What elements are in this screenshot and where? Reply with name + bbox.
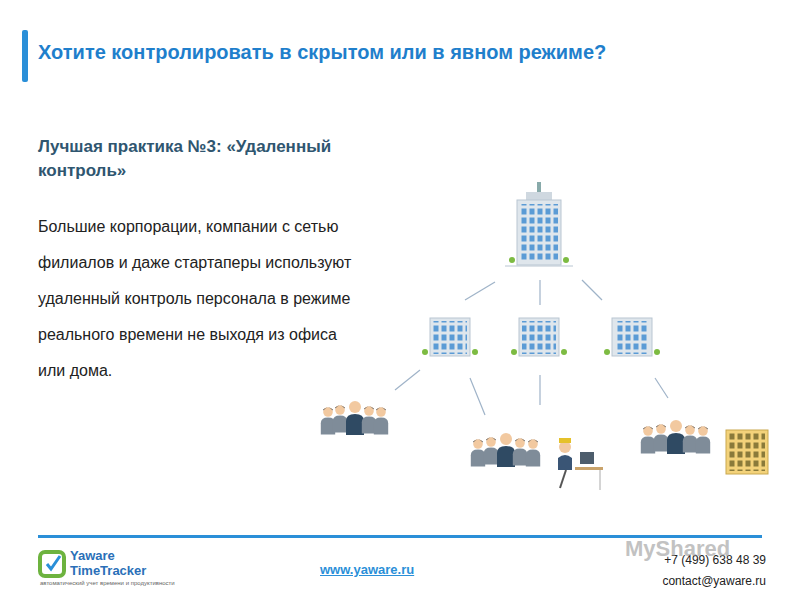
accent-bar [22, 30, 28, 82]
home-building [726, 430, 768, 474]
watermark: MyShared [625, 536, 730, 562]
branch-buildings [422, 318, 660, 356]
logo-text: Yaware TimeTracker [70, 548, 170, 578]
practice-heading: Лучшая практика №3: «Удаленный контроль» [38, 135, 338, 183]
logo-icon [40, 552, 64, 576]
website-url: www.yaware.ru [320, 562, 414, 578]
remote-worker [558, 438, 603, 490]
employee-groups [321, 401, 710, 467]
tree-lines [395, 280, 668, 415]
logo-tagline: автоматический учет времени и продуктивн… [40, 580, 230, 587]
slide-title: Хотите контролировать в скрытом или в яв… [38, 40, 788, 64]
headquarters-building [505, 182, 573, 266]
contact-email: contact@yaware.ru [626, 574, 766, 588]
body-text: Большие корпорации, компании с сетью фил… [38, 209, 363, 389]
